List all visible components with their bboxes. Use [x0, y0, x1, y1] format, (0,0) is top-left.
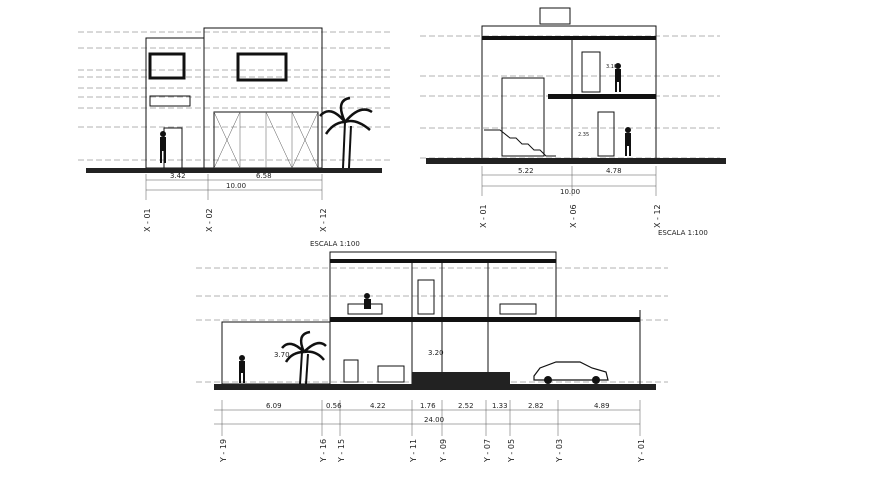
- lower-door: [597, 111, 615, 157]
- front-axis-1: X - 01: [143, 208, 152, 232]
- long-axis-7: Y - 05: [507, 439, 516, 463]
- person-lower: [625, 127, 631, 156]
- section-axis-3: X - 12: [653, 204, 662, 228]
- long-ground: [214, 384, 656, 390]
- long-axis-labels: Y - 19 Y - 16 Y - 15 Y - 11 Y - 09 Y - 0…: [219, 439, 646, 463]
- raised-floor: [412, 372, 510, 384]
- front-elevation: 3.42 6.58 10.00 X - 01 X - 02 X - 12: [78, 27, 390, 232]
- long-roof-parapet: [329, 251, 557, 261]
- long-axis-1: Y - 19: [219, 439, 228, 463]
- scale-label-a: ESCALA 1:100: [310, 240, 360, 248]
- section-dim-2: 4.78: [606, 167, 622, 175]
- side-section: 3.10 2.35 5.22 4.78 10.00 X - 01 X - 06 …: [420, 7, 726, 237]
- long-axis-9: Y - 01: [637, 439, 646, 463]
- long-roof-slab: [330, 259, 556, 263]
- front-dim-total: 10.00: [226, 182, 246, 190]
- long-axis-8: Y - 03: [555, 439, 564, 463]
- section-height-2: 2.35: [578, 132, 589, 138]
- section-dim-total: 10.00: [560, 188, 580, 196]
- long-height-1: 3.70: [274, 351, 290, 359]
- palm-tree-long: [281, 330, 327, 385]
- left-volume: [145, 37, 205, 169]
- long-dim-7: 2.82: [528, 402, 544, 410]
- long-dim-3: 4.22: [370, 402, 386, 410]
- long-dim-6: 1.33: [492, 402, 508, 410]
- roof-tank: [539, 7, 571, 25]
- person-upper: [615, 63, 621, 92]
- long-axis-2: Y - 16: [319, 439, 328, 463]
- section-ground: [426, 158, 726, 164]
- scale-label-b: ESCALA 1:100: [658, 229, 708, 237]
- front-dim-2: 6.58: [256, 172, 272, 180]
- long-dim-1: 6.09: [266, 402, 282, 410]
- elevation-level-lines: [78, 31, 390, 161]
- front-axis-3: X - 12: [319, 208, 328, 232]
- palm-tree: [319, 96, 373, 169]
- long-dim-8: 4.89: [594, 402, 610, 410]
- stair-profile: [484, 129, 556, 157]
- long-dim-total: 24.00: [424, 416, 444, 424]
- section-dim-1: 5.22: [518, 167, 534, 175]
- long-axis-4: Y - 11: [409, 439, 418, 463]
- long-level-lines: [196, 267, 668, 383]
- section-height-1: 3.10: [606, 64, 617, 70]
- person-seated: [364, 293, 371, 309]
- counter: [377, 365, 405, 383]
- long-axis-3: Y - 15: [337, 439, 346, 463]
- upper-bed: [499, 303, 537, 315]
- kitchen-unit: [343, 359, 359, 383]
- long-section: ESCALA 1:100: [196, 240, 668, 463]
- long-dim-2: 0.56: [326, 402, 342, 410]
- long-dim-4: 1.76: [420, 402, 436, 410]
- long-axis-5: Y - 09: [439, 439, 448, 463]
- long-floor-slab: [330, 317, 640, 322]
- long-dim-ticks: [221, 400, 641, 436]
- upper-window-left: [148, 52, 186, 80]
- floor-slab: [548, 94, 656, 99]
- roof-slab: [482, 36, 656, 40]
- upper-door-long: [417, 279, 435, 315]
- balcony: [149, 95, 191, 107]
- front-dim-1: 3.42: [170, 172, 186, 180]
- entry-door: [163, 127, 183, 169]
- upper-door: [581, 51, 601, 93]
- long-axis-6: Y - 07: [483, 439, 492, 463]
- section-axis-1: X - 01: [479, 204, 488, 228]
- front-axis-2: X - 02: [205, 208, 214, 232]
- ground-line: [86, 168, 382, 173]
- long-height-2: 3.20: [428, 349, 444, 357]
- car: [533, 361, 609, 384]
- stair-wall: [501, 77, 545, 157]
- section-axis-2: X - 06: [569, 204, 578, 228]
- long-dim-5: 2.52: [458, 402, 474, 410]
- person-patio: [239, 355, 245, 383]
- right-volume: [203, 27, 323, 169]
- person-figure: [160, 131, 166, 163]
- upper-window-right: [236, 52, 288, 82]
